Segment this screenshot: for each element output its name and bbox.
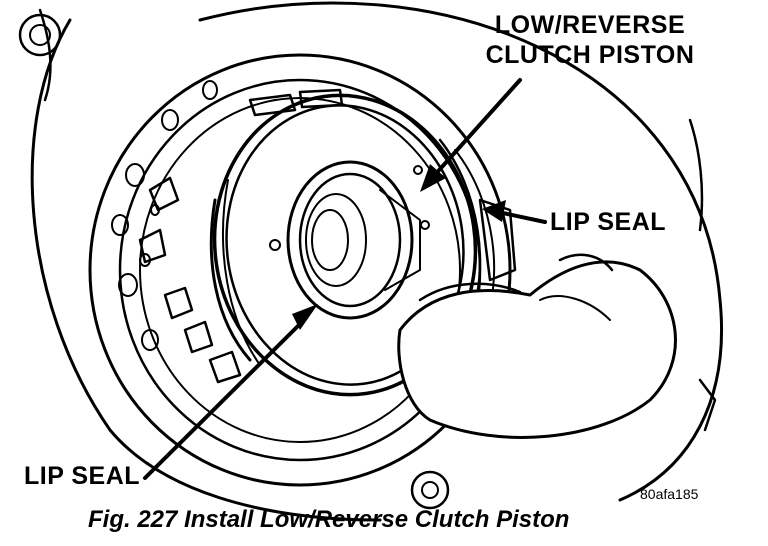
leader-lip-left (143, 316, 308, 480)
figure-caption: Fig. 227 Install Low/Reverse Clutch Pist… (88, 506, 570, 533)
lip-seal-label-right: LIP SEAL (550, 208, 667, 236)
arrowhead-piston (420, 164, 446, 192)
leader-piston (430, 78, 522, 180)
piston-bore (286, 160, 414, 320)
lip-seal-label-left: LIP SEAL (24, 462, 141, 490)
housing-outer-arc (198, 1, 723, 502)
piston-label-line2: CLUTCH PISTON (485, 41, 695, 69)
housing-left-edge (30, 18, 382, 522)
retainer-plate (88, 53, 512, 487)
piston-label-line1: LOW/REVERSE (494, 11, 686, 39)
piston-label: LOW/REVERSE CLUTCH PISTON (470, 10, 710, 70)
hand (397, 260, 677, 439)
leader-lip-right (496, 210, 547, 224)
piston-outer (212, 93, 478, 397)
arrowhead-lip-left (292, 304, 318, 330)
housing-bolt-hole (410, 470, 450, 510)
housing-bolt-hole (18, 13, 62, 57)
arrowhead-lip-right (482, 200, 506, 222)
figure-id: 80afa185 (640, 486, 699, 502)
